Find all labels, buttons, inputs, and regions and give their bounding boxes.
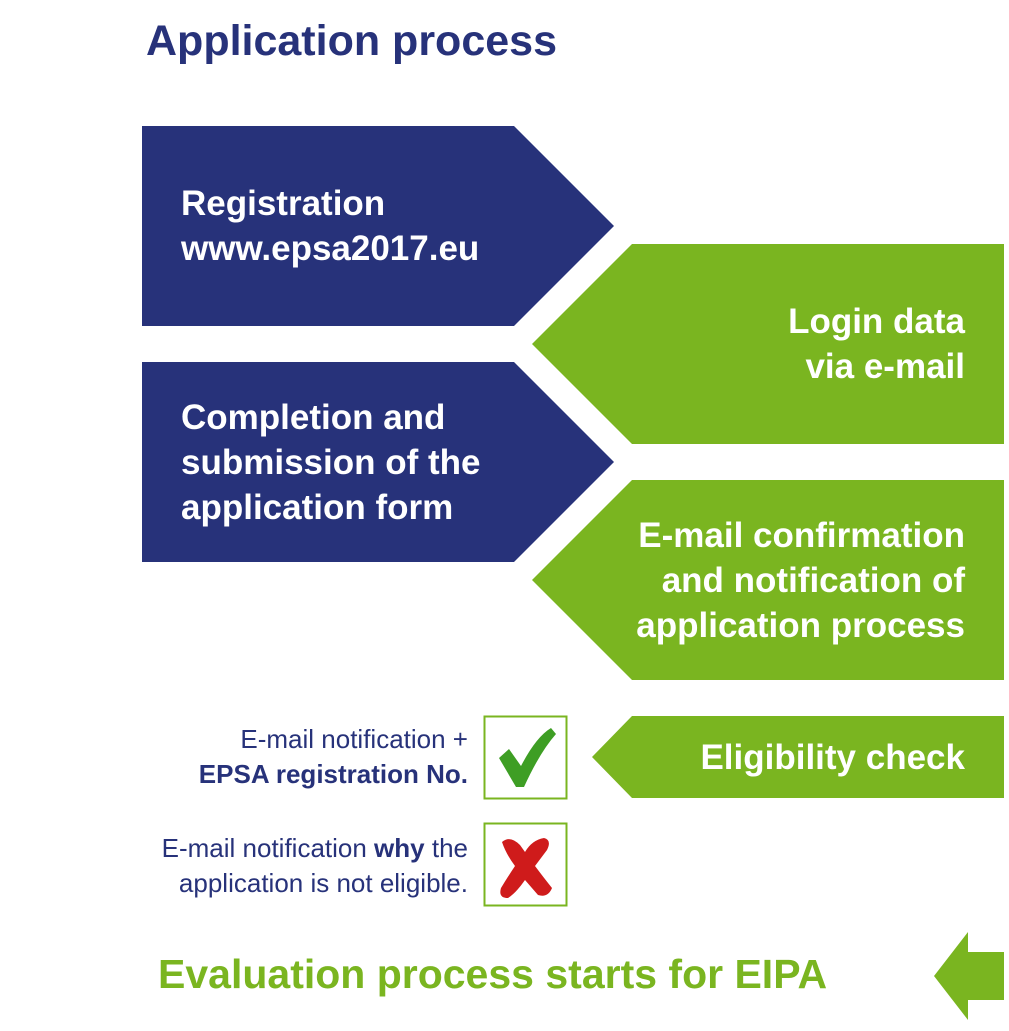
arrow-left-icon: [934, 932, 1004, 1020]
cross-icon: [500, 838, 552, 898]
step-completion-label: Completion and submission of the applica…: [181, 398, 481, 527]
step-completion-arrow: [142, 362, 614, 562]
step-login-arrow: [532, 244, 1004, 444]
not-eligible-note: E-mail notification why the application …: [161, 833, 468, 898]
eligible-box: [483, 715, 568, 800]
check-icon: [499, 728, 556, 787]
step-registration-label: Registration www.epsa2017.eu: [181, 184, 480, 268]
not-eligible-note-line1: E-mail notification why the: [161, 833, 468, 863]
step-login-label: Login data via e-mail: [788, 302, 965, 386]
step-eligibility-label: Eligibility check: [700, 738, 965, 777]
step-confirmation-arrow: [532, 480, 1004, 680]
page-title: Application process: [146, 17, 557, 65]
footer-text: Evaluation process starts for EIPA: [158, 951, 828, 997]
step-registration-arrow: [142, 126, 614, 326]
step-confirmation-label: E-mail confirmation and notification of …: [636, 516, 965, 645]
eligible-note: E-mail notification + EPSA registration …: [198, 724, 468, 789]
step-eligibility-arrow: [592, 716, 1004, 798]
